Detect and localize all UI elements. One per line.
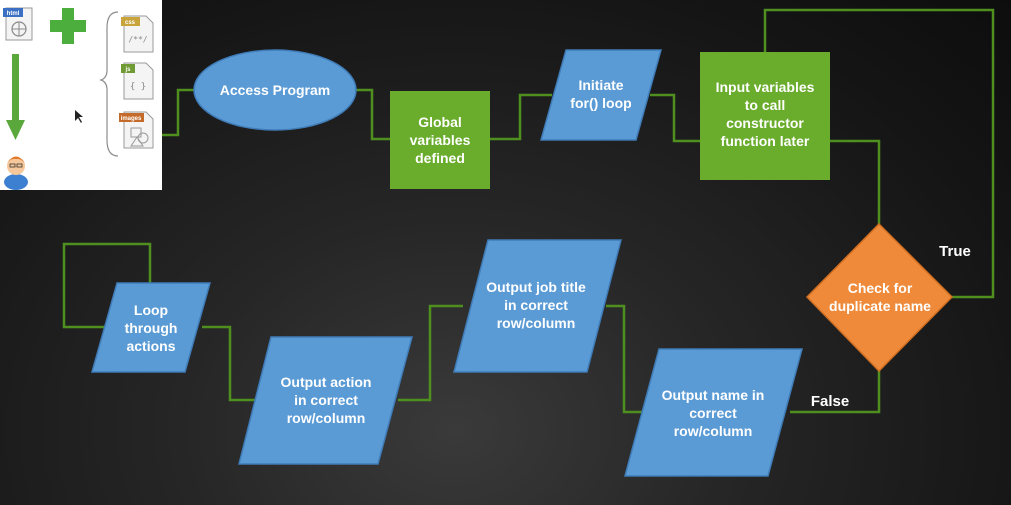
node-output-job-title-line-2: in correct	[504, 297, 568, 313]
connector-action-to-actions-loop	[202, 325, 256, 402]
images-badge: images	[121, 116, 142, 122]
edge-label-true: True	[939, 243, 971, 260]
node-output-job-title: Output job title in correct row/column	[453, 239, 622, 373]
node-input-variables-line-3: constructor	[726, 115, 804, 131]
css-badge: css	[125, 20, 136, 26]
node-global-variables-line-1: Global	[418, 114, 462, 130]
node-output-name: Output name in correct row/column	[624, 348, 803, 477]
js-file-icon: js { }	[121, 62, 154, 100]
js-glyph: { }	[130, 82, 146, 92]
node-input-variables-line-4: function later	[721, 133, 810, 149]
node-output-job-title-line-3: row/column	[497, 315, 576, 331]
connector-actions-self-loop	[62, 242, 152, 329]
node-global-variables-line-3: defined	[415, 150, 465, 166]
node-input-variables: Input variables to call constructor func…	[700, 52, 830, 180]
images-file-icon: images	[119, 111, 154, 149]
css-glyph: /**/	[128, 35, 147, 44]
node-initiate-loop-line-2: for() loop	[570, 95, 631, 111]
node-output-action-line-3: row/column	[287, 410, 366, 426]
connector-global-to-loop	[490, 93, 552, 141]
node-output-job-title-line-1: Output job title	[486, 279, 586, 295]
connector-loop-to-input	[650, 93, 700, 143]
connector-job-to-action	[398, 304, 463, 402]
file-structure-graphic: html	[3, 7, 154, 190]
node-initiate-loop-line-1: Initiate	[578, 77, 623, 93]
node-check-duplicate: Check for duplicate name	[805, 222, 954, 373]
connector-name-to-job	[606, 304, 652, 414]
folder-brace	[99, 11, 119, 157]
node-output-action-line-2: in correct	[294, 392, 358, 408]
css-file-icon: css /**/	[121, 15, 154, 53]
js-badge: js	[124, 67, 131, 73]
node-output-action: Output action in correct row/column	[238, 336, 413, 465]
node-output-name-line-3: row/column	[674, 423, 753, 439]
file-structure-panel: html	[0, 0, 162, 190]
node-access-program: Access Program	[193, 49, 357, 131]
node-loop-actions: Loop through actions	[91, 282, 211, 373]
node-output-action-line-1: Output action	[281, 374, 372, 390]
node-global-variables-line-2: variables	[410, 132, 471, 148]
node-input-variables-line-2: to call	[745, 97, 785, 113]
node-loop-actions-line-1: Loop	[134, 302, 168, 318]
mouse-cursor-icon	[75, 110, 83, 123]
connector-access-to-global	[356, 88, 390, 141]
user-avatar-icon	[4, 156, 28, 190]
edge-label-false: False	[811, 393, 849, 410]
node-input-variables-line-1: Input variables	[716, 79, 815, 95]
html-badge: html	[7, 11, 20, 17]
node-output-name-line-2: correct	[689, 405, 737, 421]
add-icon	[50, 8, 86, 44]
html-file-icon: html	[3, 7, 33, 41]
node-check-duplicate-line-2: duplicate name	[829, 298, 931, 314]
connector-decision-false	[790, 371, 881, 414]
down-arrow-icon	[6, 54, 25, 140]
node-access-program-line-1: Access Program	[220, 82, 331, 98]
connector-input-to-decision	[830, 139, 881, 224]
connector-decision-true-loopback	[763, 8, 995, 299]
node-check-duplicate-line-1: Check for	[848, 280, 913, 296]
node-loop-actions-line-3: actions	[126, 338, 175, 354]
node-loop-actions-line-2: through	[125, 320, 178, 336]
connector-panel-to-access	[162, 88, 194, 137]
node-global-variables: Global variables defined	[390, 91, 490, 189]
node-initiate-loop: Initiate for() loop	[540, 49, 662, 141]
node-output-name-line-1: Output name in	[662, 387, 765, 403]
connectors	[62, 8, 995, 414]
